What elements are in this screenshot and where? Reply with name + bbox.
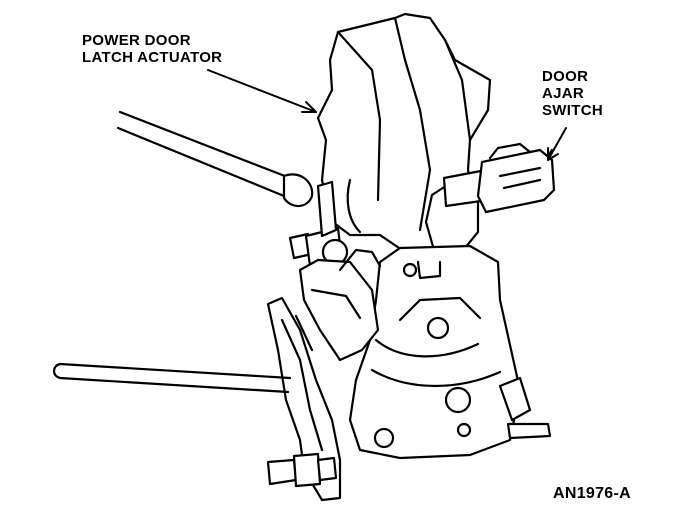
actuator-label: POWER DOOR LATCH ACTUATOR [82, 32, 222, 66]
switch-label: DOOR AJAR SWITCH [542, 68, 603, 119]
upper-control-rod [116, 110, 314, 208]
switch-leader-arrow [547, 127, 567, 161]
lower-control-rod [52, 362, 292, 394]
right-tab [498, 376, 552, 440]
bottom-bolt [266, 452, 338, 488]
pivot-bolt [288, 180, 349, 268]
switch-label-line-1: DOOR [542, 68, 589, 85]
mounting-bracket [266, 296, 342, 502]
actuator-label-line-1: POWER DOOR [82, 32, 191, 49]
actuator-label-line-2: LATCH ACTUATOR [82, 49, 223, 66]
switch-label-line-2: AJAR [542, 85, 585, 102]
latch-lever [298, 248, 382, 362]
switch-label-line-3: SWITCH [542, 102, 603, 119]
latch-body [348, 244, 522, 460]
actuator-leader-arrow [207, 69, 317, 113]
figure-code: AN1976-A [553, 485, 631, 502]
door-ajar-switch [424, 142, 556, 256]
